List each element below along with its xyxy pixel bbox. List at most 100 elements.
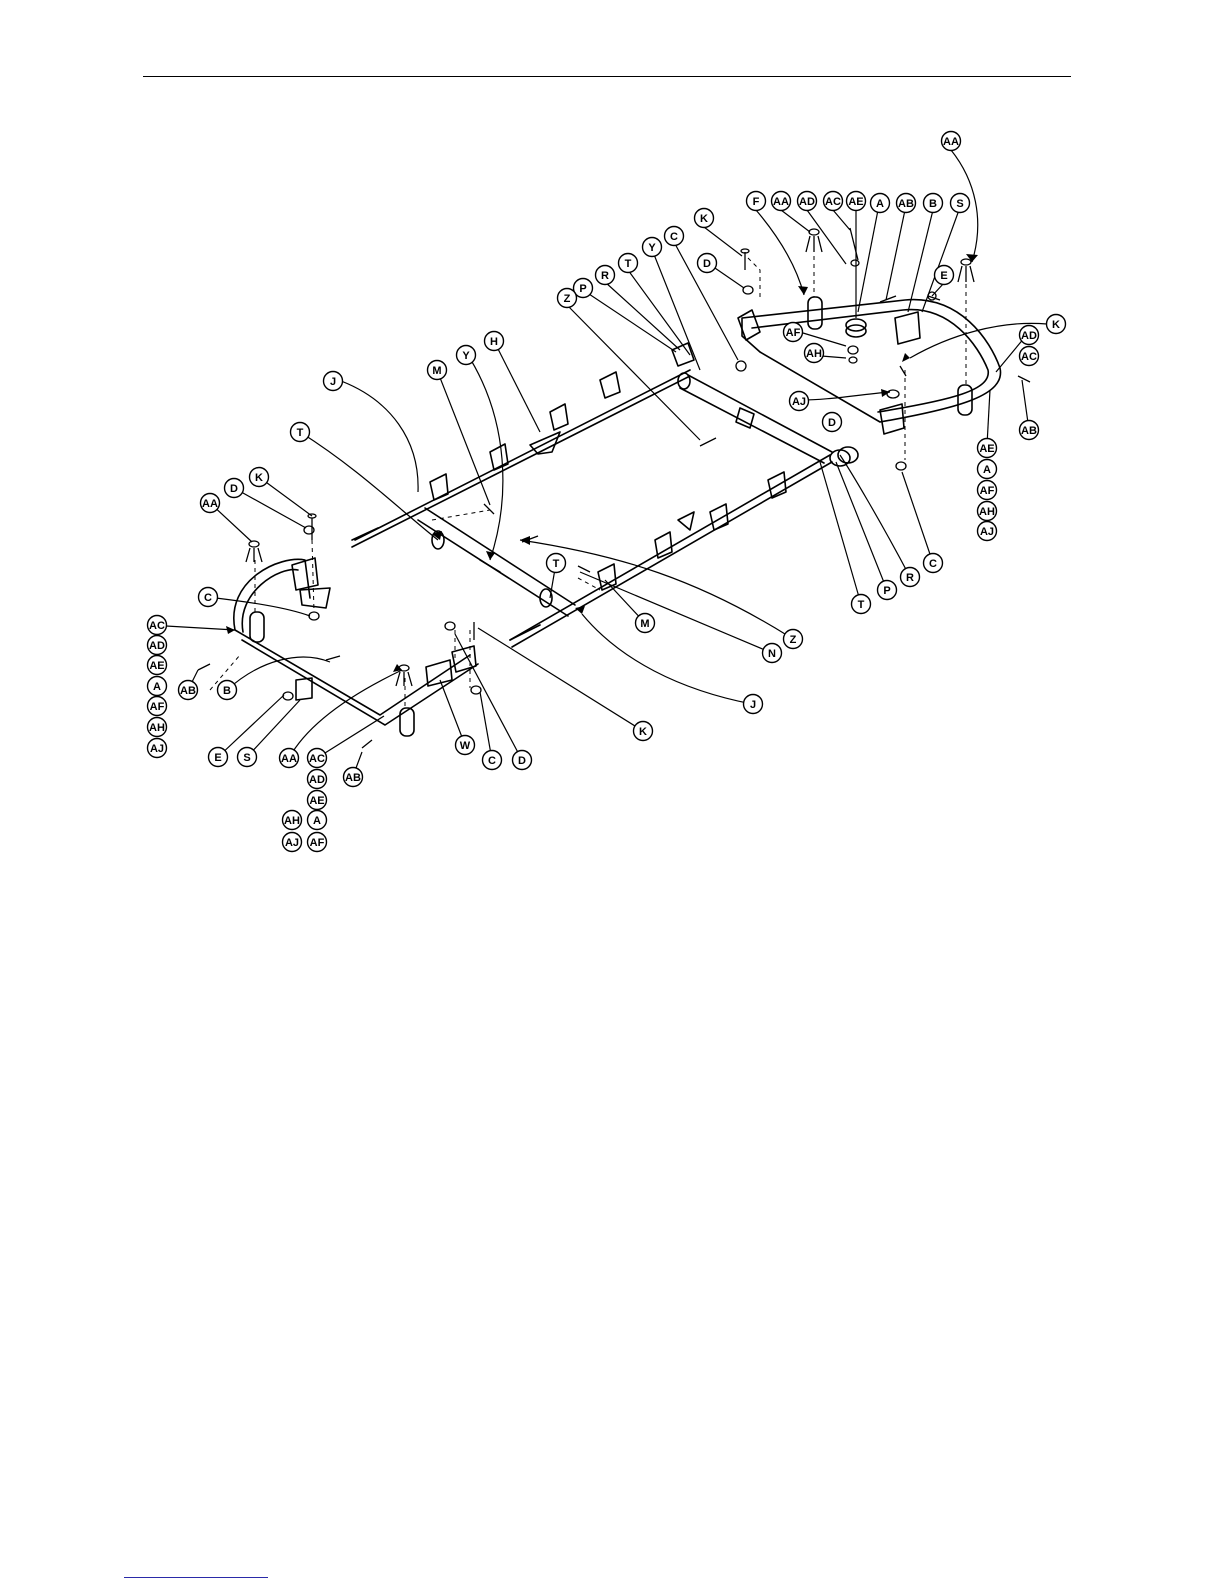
callout-label: J bbox=[750, 699, 756, 711]
callout-e: E bbox=[935, 266, 954, 285]
callout-ah: AH bbox=[978, 502, 997, 521]
callout-label: A bbox=[153, 681, 161, 693]
callout-label: AJ bbox=[980, 526, 994, 538]
callout-label: C bbox=[670, 231, 678, 243]
callout-t: T bbox=[547, 554, 566, 573]
callout-label: K bbox=[255, 472, 263, 484]
callout-ad: AD bbox=[1020, 326, 1039, 345]
callout-r: R bbox=[901, 568, 920, 587]
callout-ah: AH bbox=[148, 718, 167, 737]
callout-f: F bbox=[747, 192, 766, 211]
callout-label: Z bbox=[790, 634, 797, 646]
callout-label: AC bbox=[825, 196, 841, 208]
callout-af: AF bbox=[978, 481, 997, 500]
callout-label: S bbox=[956, 198, 963, 210]
callout-ae: AE bbox=[308, 791, 327, 810]
callout-label: AB bbox=[345, 772, 361, 784]
callout-aa: AA bbox=[280, 749, 299, 768]
callout-label: AJ bbox=[792, 396, 806, 408]
callout-a: A bbox=[148, 677, 167, 696]
callout-t: T bbox=[619, 254, 638, 273]
callout-af: AF bbox=[148, 697, 167, 716]
callout-label: R bbox=[601, 270, 609, 282]
callout-ah: AH bbox=[805, 344, 824, 363]
callout-label: AJ bbox=[150, 743, 164, 755]
callout-label: R bbox=[906, 572, 914, 584]
callout-label: AA bbox=[202, 498, 218, 510]
callout-ab: AB bbox=[344, 768, 363, 787]
callout-label: AB bbox=[898, 198, 914, 210]
callout-c: C bbox=[665, 227, 684, 246]
callout-label: T bbox=[625, 258, 632, 270]
callout-s: S bbox=[238, 748, 257, 767]
callout-label: D bbox=[230, 483, 238, 495]
callout-k: K bbox=[634, 722, 653, 741]
callout-label: D bbox=[828, 417, 836, 429]
callout-ae: AE bbox=[978, 439, 997, 458]
callout-y: Y bbox=[643, 238, 662, 257]
callout-d: D bbox=[225, 479, 244, 498]
callout-e: E bbox=[209, 748, 228, 767]
callout-label: A bbox=[876, 198, 884, 210]
callout-label: AE bbox=[979, 443, 994, 455]
callout-label: AA bbox=[773, 196, 789, 208]
callout-label: C bbox=[204, 592, 212, 604]
callout-m: M bbox=[428, 361, 447, 380]
callout-label: AD bbox=[309, 774, 325, 786]
callout-af: AF bbox=[308, 833, 327, 852]
callout-label: E bbox=[940, 270, 947, 282]
callout-label: P bbox=[883, 585, 890, 597]
callout-a: A bbox=[308, 811, 327, 830]
callout-label: AB bbox=[180, 685, 196, 697]
callout-label: AF bbox=[786, 327, 801, 339]
callout-label: AD bbox=[149, 640, 165, 652]
callout-s: S bbox=[951, 194, 970, 213]
callout-c: C bbox=[483, 751, 502, 770]
callout-ae: AE bbox=[847, 192, 866, 211]
callout-b: B bbox=[924, 194, 943, 213]
callout-ah: AH bbox=[283, 811, 302, 830]
callout-label: M bbox=[640, 618, 649, 630]
callout-label: AC bbox=[309, 753, 325, 765]
callout-layer: AAFAAADACAEAABBSKCYTRPZDEAFAHAJKADACDAEA… bbox=[148, 132, 1066, 852]
callout-j: J bbox=[744, 695, 763, 714]
callout-label: K bbox=[700, 213, 708, 225]
callout-c: C bbox=[924, 554, 943, 573]
callout-a: A bbox=[978, 460, 997, 479]
callout-label: AD bbox=[799, 196, 815, 208]
callout-d: D bbox=[513, 751, 532, 770]
callout-label: K bbox=[639, 726, 647, 738]
callout-label: AH bbox=[149, 722, 165, 734]
callout-d: D bbox=[823, 413, 842, 432]
callout-ad: AD bbox=[798, 192, 817, 211]
callout-ac: AC bbox=[308, 749, 327, 768]
callout-ae: AE bbox=[148, 656, 167, 675]
callout-label: D bbox=[703, 258, 711, 270]
callout-label: B bbox=[929, 198, 937, 210]
callout-label: T bbox=[297, 427, 304, 439]
callout-aj: AJ bbox=[978, 522, 997, 541]
callout-k: K bbox=[695, 209, 714, 228]
callout-j: J bbox=[324, 372, 343, 391]
leader-lines bbox=[166, 150, 1047, 776]
callout-label: AC bbox=[1021, 351, 1037, 363]
callout-label: B bbox=[223, 685, 231, 697]
callout-label: E bbox=[214, 752, 221, 764]
callout-aj: AJ bbox=[148, 739, 167, 758]
callout-ad: AD bbox=[308, 770, 327, 789]
callout-label: AH bbox=[979, 506, 995, 518]
callout-z: Z bbox=[558, 289, 577, 308]
callout-label: F bbox=[753, 196, 760, 208]
callout-label: A bbox=[313, 815, 321, 827]
callout-aa: AA bbox=[942, 132, 961, 151]
callout-aj: AJ bbox=[790, 392, 809, 411]
callout-t: T bbox=[291, 423, 310, 442]
callout-label: AH bbox=[284, 815, 300, 827]
callout-label: W bbox=[460, 740, 471, 752]
callout-ab: AB bbox=[1020, 421, 1039, 440]
callout-d: D bbox=[698, 254, 717, 273]
callout-label: AH bbox=[806, 348, 822, 360]
callout-label: S bbox=[243, 752, 250, 764]
